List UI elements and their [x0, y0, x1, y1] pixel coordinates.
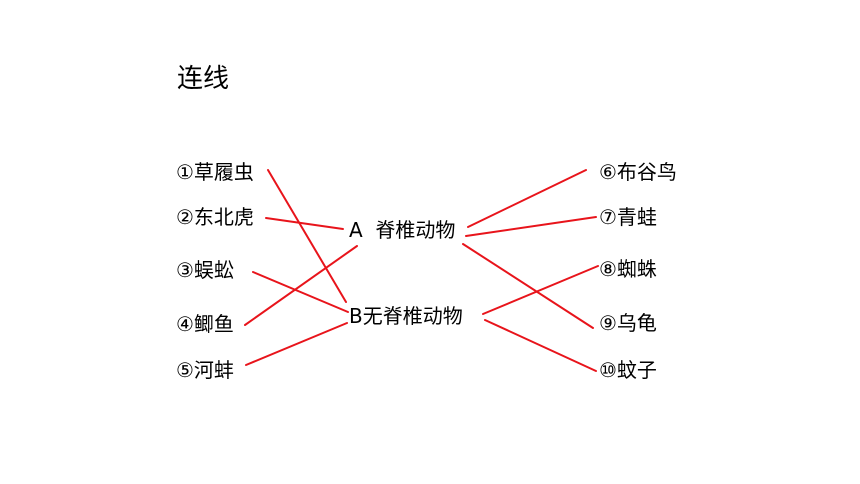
- left-item-5: ⑤河蚌: [176, 358, 234, 382]
- category-a-vertebrates: A 脊椎动物: [349, 218, 456, 242]
- line-item-3-to-b: [252, 271, 349, 313]
- line-item-6-to-a: [467, 169, 587, 228]
- line-item-10-to-b: [484, 319, 597, 372]
- left-item-1: ①草履虫: [176, 160, 254, 184]
- right-item-9: ⑨乌龟: [599, 311, 657, 335]
- right-item-8: ⑧蜘蛛: [599, 257, 657, 281]
- right-item-10: ⑩蚊子: [599, 358, 657, 382]
- line-item-9-to-a: [462, 243, 594, 329]
- left-item-2: ②东北虎: [176, 205, 254, 229]
- line-item-4-to-a: [244, 245, 358, 326]
- left-item-4: ④鲫鱼: [176, 312, 234, 336]
- line-item-5-to-b: [245, 322, 348, 366]
- line-item-8-to-b: [482, 265, 599, 315]
- left-item-3: ③蜈蚣: [176, 258, 234, 282]
- right-item-6: ⑥布谷鸟: [599, 160, 677, 184]
- right-item-7: ⑦青蛙: [599, 205, 657, 229]
- line-item-1-to-b: [267, 169, 347, 303]
- line-item-7-to-a: [465, 216, 597, 237]
- line-item-2-to-a: [265, 217, 344, 230]
- slide-title: 连线: [177, 64, 230, 94]
- category-b-invertebrates: B无脊椎动物: [349, 304, 463, 328]
